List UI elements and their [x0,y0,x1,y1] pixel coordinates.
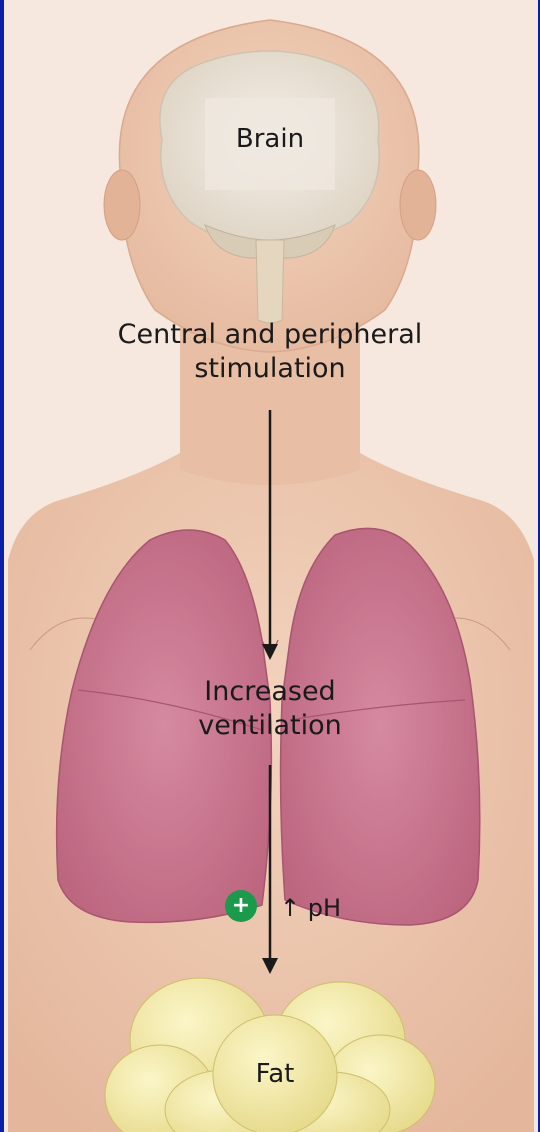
left-ear [104,170,140,240]
ventilation-label-line2: ventilation [150,709,390,743]
brain-label: Brain [200,123,340,156]
ventilation-label-line1: Increased [150,675,390,709]
brainstem [256,240,284,323]
stimulation-label-line2: stimulation [80,352,460,386]
plus-sign: + [225,891,257,921]
ventilation-label: Increased ventilation [150,675,390,743]
stimulation-label: Central and peripheral stimulation [80,318,460,386]
stimulation-label-line1: Central and peripheral [80,318,460,352]
right-ear [400,170,436,240]
fat-label: Fat [220,1058,330,1091]
ph-label: ↑ pH [280,893,370,923]
